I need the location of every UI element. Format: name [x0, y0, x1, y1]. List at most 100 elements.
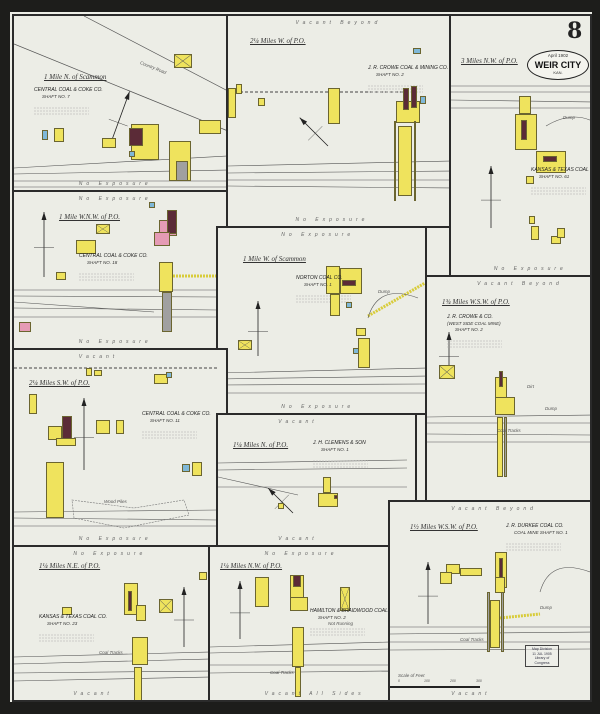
building	[356, 328, 366, 336]
frame-building	[167, 210, 177, 234]
frame-building	[411, 86, 417, 108]
sheet-city: WEIR CITY	[534, 60, 582, 70]
building	[318, 493, 338, 507]
panel-location-title: 1 Mile W.N.W. of P.O.	[59, 213, 120, 221]
map-sheet: 1 Mile N. of ScammonCentral Coal & Coke …	[10, 12, 592, 702]
wood-piles-outline	[71, 499, 190, 529]
building	[328, 88, 340, 124]
shaft-number: Coal Mine Shaft No. 1	[514, 530, 568, 535]
company-note: (West Side Coal Mine)	[447, 321, 501, 326]
building	[551, 236, 561, 244]
top-edge-label: No Exposure	[264, 551, 338, 557]
stamp-text: Map Division	[531, 647, 553, 651]
company-name: J. R. Durkee Coal Co.	[506, 523, 564, 529]
bottom-edge-label: No Exposure	[281, 404, 355, 410]
building	[420, 96, 426, 104]
railroad-track	[228, 185, 449, 189]
building	[56, 438, 76, 446]
north-arrow-icon	[174, 587, 194, 647]
building	[446, 564, 460, 574]
frame-building	[499, 371, 503, 387]
panel-location-title: 2¼ Miles W. of P.O.	[250, 37, 306, 45]
map-label: Coal Tracks	[99, 650, 123, 655]
north-arrow-head	[124, 91, 130, 100]
panel-location-title: 2¼ Miles S.W. of P.O.	[29, 379, 90, 387]
building	[557, 228, 565, 238]
map-panel-9: 1¼ Miles N.E. of P.O.Kansas & Texas Coal…	[12, 545, 210, 702]
building	[290, 597, 308, 611]
building	[340, 587, 350, 611]
top-edge-label: No Exposure	[78, 196, 152, 202]
scale-label: Scale of Feet	[398, 673, 425, 678]
railroad-track	[427, 433, 590, 436]
company-name: J. H. Clemens & Son	[313, 440, 366, 446]
north-arrow-head	[181, 587, 187, 595]
frame-building	[293, 575, 301, 587]
railroad-track	[218, 467, 408, 471]
map-label: Coal Tracks	[270, 670, 294, 675]
railroad-track	[427, 414, 590, 418]
building	[62, 607, 72, 615]
railroad-track	[14, 676, 208, 682]
building	[323, 477, 331, 493]
tipple-trestle	[501, 592, 504, 652]
map-label: Coal Tracks	[497, 428, 521, 433]
panel-drawing	[14, 367, 219, 529]
map-panel-3: 3 Miles N.W. of P.O.Kansas & Texas Coal …	[449, 14, 592, 277]
map-label: Dump	[540, 605, 553, 610]
top-edge-label: No Exposure	[281, 232, 355, 238]
panel-drawing	[218, 281, 425, 394]
railroad-track	[14, 670, 208, 674]
shaft-number: Shaft No. 11	[150, 418, 180, 423]
map-panel-7: 2¼ Miles S.W. of P.O.Central Coal & Coke…	[12, 348, 228, 547]
company-note: Not Running	[328, 621, 354, 626]
building	[529, 216, 535, 224]
company-name: Kansas & Texas Coal Co.	[39, 614, 107, 620]
shaft-number: Shaft No. 2	[455, 327, 483, 332]
building	[182, 464, 190, 472]
building	[159, 599, 173, 613]
panel-location-title: 1½ Miles W.S.W. of P.O.	[410, 523, 478, 531]
building	[116, 420, 124, 434]
tipple-trestle	[176, 161, 188, 181]
frame-building	[342, 280, 356, 286]
building	[154, 374, 168, 384]
map-panel-10: 1¼ Miles N.W. of P.O.Hamilton & Braidwoo…	[208, 545, 390, 702]
building	[278, 503, 284, 509]
bottom-edge-label: Vacant All Sides	[264, 691, 365, 697]
building	[174, 54, 192, 68]
tipple-trestle	[394, 121, 396, 201]
railroad-track	[218, 476, 299, 496]
shaft-number: Shaft No. 18	[87, 260, 118, 265]
shaft-number: Shaft No. 61	[539, 174, 570, 179]
railroad-track	[14, 295, 219, 298]
top-edge-label: Vacant Beyond	[477, 281, 563, 287]
scale-tick: 300	[476, 679, 482, 683]
north-arrow-icon	[230, 581, 250, 639]
building	[56, 272, 66, 280]
building	[460, 568, 482, 576]
stamp-text: 11 JUL 1905	[532, 651, 552, 656]
building	[42, 130, 48, 140]
panel-location-title: 1¼ Miles N. of P.O.	[233, 441, 289, 449]
north-arrow-icon	[34, 212, 54, 277]
map-label: Dump	[378, 289, 391, 294]
shaft-number: Shaft No. 1	[321, 447, 349, 452]
building	[131, 124, 159, 160]
building	[129, 151, 135, 157]
shaft-number: Shaft No. 2	[318, 615, 346, 620]
building	[238, 340, 252, 350]
north-arrow-icon	[74, 398, 94, 470]
tipple-trestle	[162, 292, 172, 332]
shaft-number: Shaft No. 7	[42, 94, 70, 99]
conveyor-trestle	[499, 612, 541, 620]
railroad-track	[14, 658, 208, 665]
building	[236, 84, 242, 94]
tipple-trestle	[504, 417, 507, 477]
building	[440, 572, 452, 584]
bottom-edge-label: No Exposure	[295, 217, 369, 223]
building	[48, 426, 62, 440]
building	[519, 96, 531, 114]
company-name: J. R. Crowe Coal & Mining Co.	[368, 65, 449, 71]
tipple-trestle	[414, 121, 416, 201]
